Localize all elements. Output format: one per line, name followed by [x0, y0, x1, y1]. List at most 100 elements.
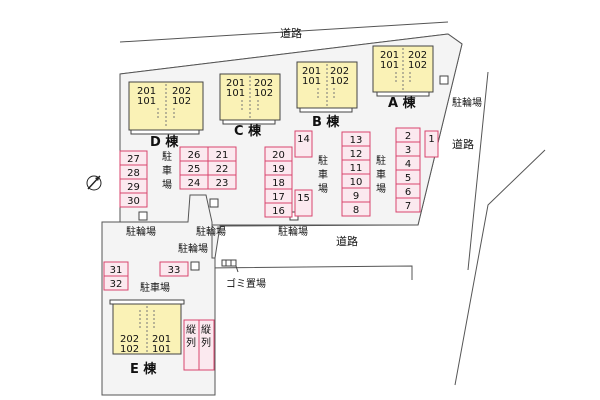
parking-slot-number: 28	[127, 168, 140, 179]
road-label-right: 道路	[452, 137, 474, 151]
svg-text:場: 場	[376, 182, 386, 195]
bike-marker-lower	[190, 261, 200, 271]
parking-slot-number: 17	[272, 192, 285, 203]
parking-slot-17: 17	[264, 188, 293, 204]
parking-slot-number: 12	[350, 149, 363, 160]
parking-slot-11: 11	[341, 159, 371, 175]
parking-slot-22: 22	[207, 160, 237, 176]
parking-slot-number: 26	[188, 150, 201, 161]
tandem-slot-34: 縦 列	[183, 319, 200, 371]
road-right-edge	[467, 71, 489, 271]
parking-label-right: 駐 車 場	[376, 154, 386, 195]
parking-slot-21: 21	[207, 146, 237, 162]
parking-slot-number: 9	[353, 191, 359, 202]
svg-text:車: 車	[376, 168, 386, 181]
parking-slot-14: 14	[294, 130, 313, 158]
parking-slot-3: 3	[395, 141, 421, 157]
parking-slot-27: 27	[119, 150, 148, 166]
parking-label-mid: 駐 車 場	[318, 154, 328, 195]
svg-text:102: 102	[408, 60, 427, 71]
parking-slot-20: 20	[264, 146, 293, 162]
parking-slot-number: 21	[216, 150, 229, 161]
parking-slot-number: 32	[110, 279, 123, 290]
parking-slot-23: 23	[207, 174, 237, 190]
parking-slot-number: 19	[272, 164, 285, 175]
parking-slot-number: 1	[428, 134, 434, 145]
parking-label-left: 駐 車 場	[162, 150, 172, 191]
building-label-c: C 棟	[234, 123, 262, 139]
svg-text:縦: 縦	[186, 323, 196, 336]
parking-slot-number: 7	[405, 201, 411, 212]
svg-text:駐: 駐	[376, 154, 386, 167]
svg-text:場: 場	[162, 178, 172, 191]
svg-text:列: 列	[201, 336, 211, 349]
tandem-slot-35: 縦 列	[198, 319, 215, 371]
parking-slot-number: 20	[272, 150, 285, 161]
parking-slot-number: 25	[188, 164, 201, 175]
bike-marker-a	[439, 75, 449, 85]
building-b: 201 202 101 102	[296, 61, 358, 113]
parking-slot-number: 27	[127, 154, 140, 165]
bike-marker-center	[209, 198, 219, 208]
parking-slot-number: 11	[350, 163, 363, 174]
svg-text:102: 102	[172, 96, 191, 107]
parking-slot-number: 2	[405, 131, 411, 142]
svg-text:場: 場	[318, 182, 328, 195]
parking-slot-2: 2	[395, 127, 421, 143]
road-top-edge	[119, 21, 449, 43]
parking-slot-32: 32	[103, 275, 129, 291]
building-e: 202 201 102 101	[109, 299, 185, 355]
parking-slot-8: 8	[341, 201, 371, 217]
parking-slot-number: 3	[405, 145, 411, 156]
parking-slot-16: 16	[264, 202, 293, 218]
parking-slot-19: 19	[264, 160, 293, 176]
building-label-a: A 棟	[388, 95, 417, 111]
svg-text:車: 車	[162, 164, 172, 177]
parking-slot-number: 15	[297, 193, 310, 204]
parking-slot-number: 4	[405, 159, 411, 170]
svg-text:101: 101	[226, 88, 245, 99]
parking-slot-18: 18	[264, 174, 293, 190]
svg-text:101: 101	[380, 60, 399, 71]
building-label-d: D 棟	[150, 134, 179, 150]
svg-text:202: 202	[172, 86, 191, 97]
parking-slot-1: 1	[424, 130, 439, 158]
parking-slot-31: 31	[103, 261, 129, 277]
svg-text:202: 202	[408, 50, 427, 61]
parking-slot-7: 7	[395, 197, 421, 213]
building-label-b: B 棟	[312, 114, 340, 130]
bike-label-mid: 駐輪場	[278, 225, 308, 238]
svg-text:101: 101	[302, 76, 321, 87]
parking-slot-number: 8	[353, 205, 359, 216]
svg-text:201: 201	[302, 66, 321, 77]
parking-slot-6: 6	[395, 183, 421, 199]
parking-slot-33: 33	[159, 261, 189, 277]
svg-text:102: 102	[254, 88, 273, 99]
parking-slot-5: 5	[395, 169, 421, 185]
road-label-middle: 道路	[336, 234, 358, 248]
parking-slot-30: 30	[119, 192, 148, 208]
svg-text:車: 車	[318, 168, 328, 181]
svg-text:201: 201	[137, 86, 156, 97]
svg-text:101: 101	[137, 96, 156, 107]
parking-slot-number: 10	[350, 177, 363, 188]
parking-slot-29: 29	[119, 178, 148, 194]
parking-slot-number: 16	[272, 206, 285, 217]
building-label-e: E 棟	[130, 361, 157, 377]
svg-text:駐: 駐	[318, 154, 328, 167]
parking-slot-15: 15	[294, 189, 313, 217]
svg-text:202: 202	[120, 334, 139, 345]
parking-slot-number: 5	[405, 173, 411, 184]
parking-slot-number: 33	[168, 265, 181, 276]
parking-slot-25: 25	[179, 160, 209, 176]
parking-slot-number: 13	[350, 135, 363, 146]
svg-text:201: 201	[152, 334, 171, 345]
bike-label-a: 駐輪場	[452, 96, 482, 109]
parking-slot-number: 14	[297, 134, 310, 145]
building-d: 201 202 101 102	[128, 81, 204, 135]
parking-slot-number: 23	[216, 178, 229, 189]
parking-slot-number: 29	[127, 182, 140, 193]
svg-text:202: 202	[330, 66, 349, 77]
svg-text:駐: 駐	[162, 150, 172, 163]
